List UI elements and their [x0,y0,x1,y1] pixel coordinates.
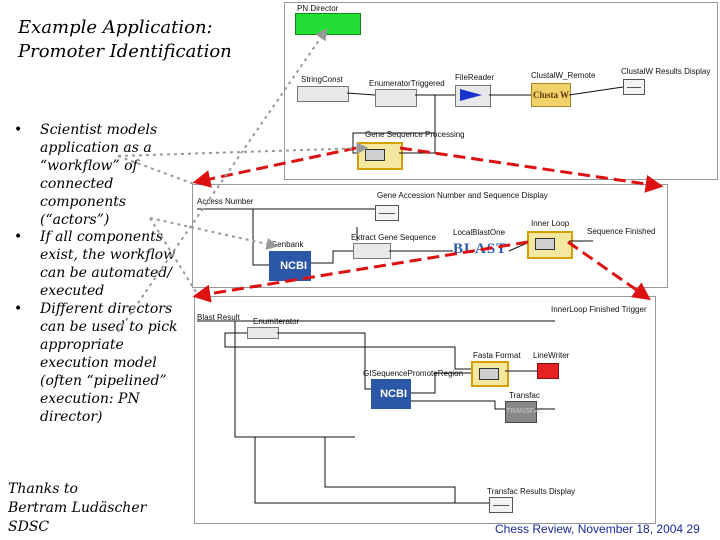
clustalw-remote-actor[interactable]: Clusta W [531,83,571,107]
accession-number-label: Access Number [197,197,254,206]
pn-director[interactable] [295,13,361,35]
bullet-item: •If all components exist, the workflow c… [14,229,176,300]
acknowledgement: Thanks to Bertram Ludäscher SDSC [8,481,147,535]
pointer-directors [117,28,328,333]
bullet-marker: • [14,229,23,246]
director-label: PN Director [297,4,339,13]
blast-result-label: Blast Result [197,313,240,322]
sequence-finished-label: Sequence Finished [587,227,656,236]
gi-sequence-promote-region-label: GISequencePromoteRegion [363,369,464,378]
slide-footer: Chess Review, November 18, 2004 29 [495,522,700,536]
genbank-actor[interactable]: NCBI [269,251,311,281]
transfac-actor[interactable]: TRANSFAC [505,401,543,423]
extract-gene-sequence-label: Extract Gene Sequence [351,233,436,242]
inner-loop-label: Inner Loop [531,219,570,228]
bullet-item: •Different directors can be used to pick… [14,301,178,425]
fasta-format-actor[interactable] [471,361,509,387]
file-reader-label: FileReader [455,73,495,82]
zoom-connector-inner-loop [192,240,651,303]
file-reader-actor[interactable] [455,85,491,107]
slide-title-line2: Promoter Identification [18,41,232,62]
enumerator-triggered-label: EnumeratorTriggered [369,79,445,88]
local-blast-one-label: LocalBlastOne [453,228,506,237]
slide-title-line1: Example Application: [18,17,213,38]
clustalw-remote-label: ClustalW_Remote [531,71,596,80]
clustalw-results-display-actor[interactable] [623,79,645,95]
pointer-actors [149,217,279,293]
middle-panel-connections [197,208,593,266]
line-writer-label: LineWriter [533,351,570,360]
workflow-panel-middle: Access Number Gene Accession Number and … [192,184,668,288]
bottom-panel-connections [197,320,555,504]
bullet-marker: • [14,301,23,318]
bullet-marker: • [14,122,23,138]
transfac-results-display-label: Transfac Results Display [487,487,576,496]
inner-loop-actor[interactable] [527,231,573,259]
enumerator-triggered-actor[interactable] [375,89,417,107]
zoom-connector-gene-sequence [192,146,664,193]
top-panel-connections [346,86,624,154]
clustalw-results-display-label: ClustalW Results Display [621,67,711,76]
string-const-actor[interactable] [297,86,349,102]
slide-title: Example Application: Promoter Identifica… [18,16,232,64]
bullet-item: •Scientist models application as a “work… [14,122,158,228]
gene-sequence-processing-actor[interactable] [357,142,403,170]
gene-sequence-processing-label: Gene Sequence Processing [365,130,465,139]
gi-sequence-promote-region-actor[interactable]: NCBI [371,379,411,409]
line-writer-actor[interactable] [537,363,559,379]
workflow-panel-bottom: Blast Result EnumIterator InnerLoop Fini… [194,296,656,524]
transfac-label: Transfac [509,391,540,400]
bullet-list: •Scientist models application as a “work… [14,122,194,426]
transfac-results-display-actor[interactable] [489,497,513,513]
string-const-label: StringConst [301,75,343,84]
gene-accession-display-actor[interactable] [375,205,399,221]
fasta-format-label: Fasta Format [473,351,521,360]
gene-accession-display-label: Gene Accession Number and Sequence Displ… [377,191,548,200]
genbank-label: Genbank [271,240,304,249]
innerloop-finished-trigger-label: InnerLoop Finished Trigger [551,305,647,314]
